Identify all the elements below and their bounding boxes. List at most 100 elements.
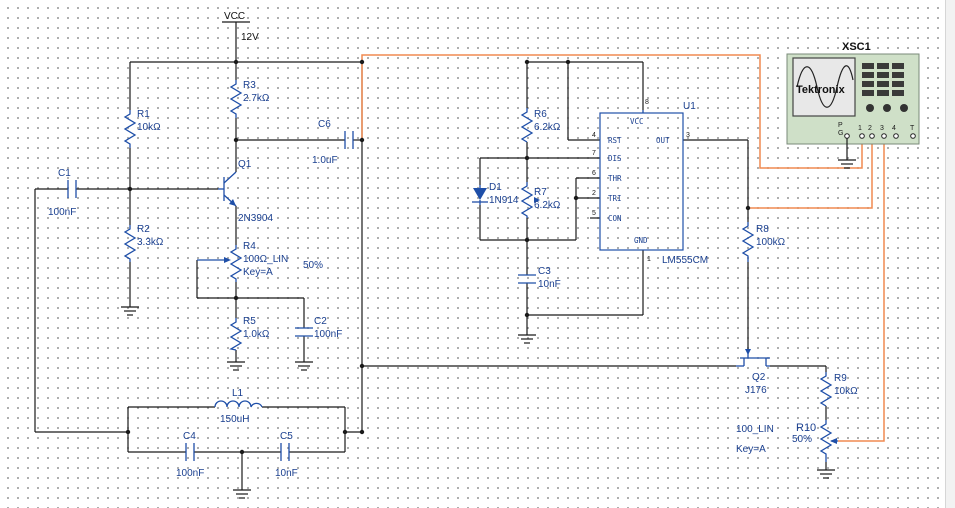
r3-ref: R3: [243, 80, 256, 91]
c2-ref: C2: [314, 316, 327, 327]
c4-value: 100nF: [176, 468, 204, 479]
ground-icon: [838, 159, 856, 169]
resistor-r3[interactable]: R3 2.7kΩ: [229, 80, 270, 118]
l1-ref: L1: [232, 388, 244, 399]
resistor-r7[interactable]: R7 6.2kΩ: [520, 182, 561, 218]
u1-pin-out: OUT: [656, 136, 670, 145]
scope-waveform: [796, 65, 854, 108]
q1-part: 2N3904: [238, 213, 273, 224]
r10-ref: R10: [796, 422, 816, 434]
scope-buttons: [862, 63, 904, 96]
capacitor-c5[interactable]: C5 10nF: [275, 431, 298, 479]
u1-pin-vcc: VCC: [630, 117, 644, 126]
r1-ref: R1: [137, 109, 150, 120]
scope-term-3: 3: [880, 125, 884, 132]
inductor-l1[interactable]: L1 150uH: [214, 388, 263, 425]
r10-value: 100_LIN: [736, 424, 774, 435]
resistor-r8[interactable]: R8 100kΩ: [741, 222, 786, 262]
capacitor-c2[interactable]: C2 100nF: [295, 316, 342, 340]
u1-pin-con: CON: [608, 214, 622, 223]
r4-setting: 50%: [303, 260, 323, 271]
xsc1-ref: XSC1: [842, 41, 871, 53]
scope-term-t: T: [910, 125, 915, 132]
ground-icon: [121, 305, 139, 316]
scope-terminals[interactable]: P G 1 2 3 4 T: [838, 122, 916, 160]
scope-term-4: 4: [892, 125, 896, 132]
capacitor-c6[interactable]: C6 1.0uF: [312, 119, 354, 166]
u1-pinnum-thr: 6: [592, 170, 596, 177]
r8-value: 100kΩ: [756, 237, 786, 248]
q1-ref: Q1: [238, 159, 252, 170]
u1-pin-thr: THR: [608, 174, 622, 183]
d1-part: 1N914: [489, 195, 519, 206]
capacitor-c4[interactable]: C4 100nF: [176, 431, 204, 479]
u1-pin-dis: DIS: [608, 154, 622, 163]
c2-value: 100nF: [314, 329, 342, 340]
capacitor-c1[interactable]: C1 100nF: [48, 168, 77, 218]
resistor-r9[interactable]: R9 10kΩ: [819, 372, 858, 407]
vertical-scrollbar[interactable]: [945, 0, 955, 508]
vcc-label: VCC: [224, 11, 245, 22]
diode-d1[interactable]: D1 1N914: [472, 182, 519, 206]
capacitor-c3[interactable]: C3 10nF: [518, 266, 561, 290]
potentiometer-r10[interactable]: R10 100_LIN Key=A 50%: [736, 420, 838, 462]
r9-ref: R9: [834, 373, 847, 384]
r4-key: Key=A: [243, 267, 273, 278]
scope-term-1: 1: [858, 125, 862, 132]
q2-ref: Q2: [752, 372, 766, 383]
u1-pin-rst: RST: [608, 136, 622, 145]
r5-ref: R5: [243, 316, 256, 327]
resistor-r1[interactable]: R1 10kΩ: [123, 109, 161, 148]
r6-ref: R6: [534, 109, 547, 120]
oscilloscope-xsc1[interactable]: XSC1 Tektronix P G 1 2 3 4 T: [786, 41, 920, 160]
r2-value: 3.3kΩ: [137, 237, 164, 248]
ground-icon: [295, 361, 313, 371]
u1-pinnum-tri: 2: [592, 190, 596, 197]
c5-ref: C5: [280, 431, 293, 442]
jfet-q2[interactable]: Q2 J176: [736, 349, 770, 396]
wires: [34, 61, 827, 490]
ground-icon: [817, 469, 835, 479]
transistor-q1[interactable]: Q1 2N3904: [218, 159, 273, 224]
u1-pinnum-out: 3: [686, 132, 690, 139]
d1-ref: D1: [489, 182, 502, 193]
u1-pinnum-con: 5: [592, 210, 596, 217]
ground-icon: [233, 489, 251, 499]
u1-pinnum-dis: 7: [592, 150, 596, 157]
r8-ref: R8: [756, 224, 769, 235]
c6-value: 1.0uF: [312, 155, 338, 166]
r5-value: 1.0kΩ: [243, 329, 270, 340]
potentiometer-r4[interactable]: R4 100Ω_LIN Key=A 50%: [197, 241, 323, 282]
resistor-r5[interactable]: R5 1.0kΩ: [229, 316, 270, 351]
r9-value: 10kΩ: [834, 386, 858, 397]
c1-ref: C1: [58, 168, 71, 179]
q2-part: J176: [745, 385, 767, 396]
resistor-r6[interactable]: R6 6.2kΩ: [520, 108, 561, 143]
ground-icon: [227, 361, 245, 371]
u1-pinnum-rst: 4: [592, 132, 596, 139]
l1-value: 150uH: [220, 414, 249, 425]
u1-pin-tri: TRI: [608, 194, 622, 203]
u1-part: LM555CM: [662, 255, 708, 266]
r10-setting: 50%: [792, 434, 812, 445]
c1-value: 100nF: [48, 207, 76, 218]
vcc-source[interactable]: VCC 12V: [222, 11, 259, 62]
scope-term-2: 2: [868, 125, 872, 132]
c4-ref: C4: [183, 431, 196, 442]
timer-u1[interactable]: U1 LM555CM VCC RST DIS THR TRI CON OUT G…: [592, 99, 708, 266]
ground-icon: [518, 334, 536, 344]
u1-pin-gnd: GND: [634, 236, 648, 245]
c3-value: 10nF: [538, 279, 561, 290]
u1-pinnum-gnd: 1: [647, 256, 651, 263]
r7-ref: R7: [534, 187, 547, 198]
r3-value: 2.7kΩ: [243, 93, 270, 104]
vcc-voltage: 12V: [241, 32, 259, 43]
u1-pinnum-vcc: 8: [645, 99, 649, 106]
scope-term-g: G: [838, 130, 843, 137]
c6-ref: C6: [318, 119, 331, 130]
resistor-r2[interactable]: R2 3.3kΩ: [123, 224, 164, 262]
scope-brand: Tektronix: [796, 84, 846, 96]
c3-ref: C3: [538, 266, 551, 277]
